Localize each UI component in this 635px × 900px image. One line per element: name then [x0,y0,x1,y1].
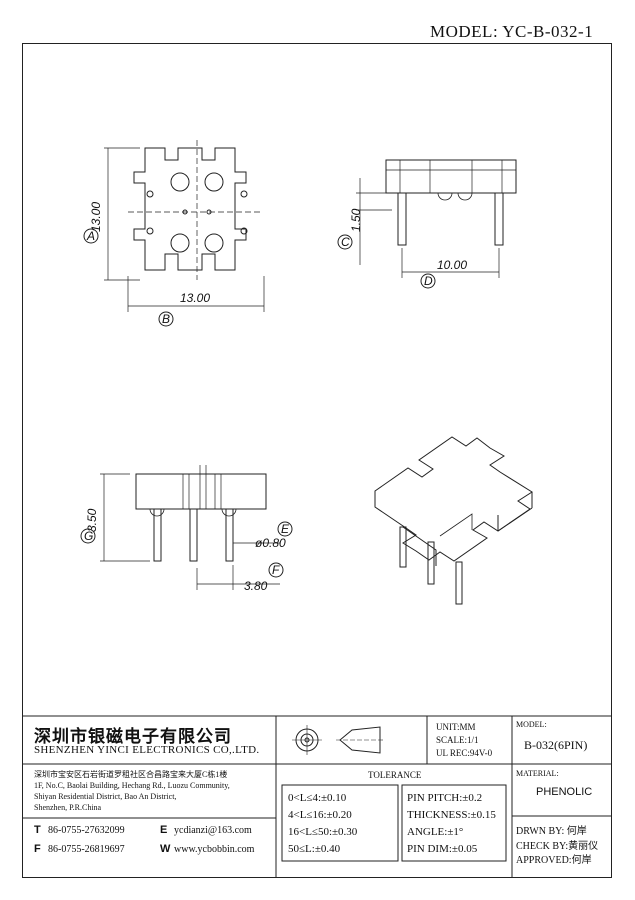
callout-g: G [84,529,93,543]
fax-value: 86-0755-26819697 [48,844,125,855]
tol-row-3: 16<L≤50:±0.30 [288,826,358,838]
tol-row-2: 4<L≤16:±0.20 [288,809,352,821]
material-value: PHENOLIC [536,786,593,798]
material-header: MATERIAL: [516,769,559,778]
tol-thickness: THICKNESS:±0.15 [407,809,496,821]
top-view [83,140,265,327]
company-name-en: SHENZHEN YINCI ELECTRONICS CO,.LTD. [34,744,260,756]
callout-a: A [86,229,95,243]
email-value: ycdianzi@163.com [174,825,252,836]
check-by: CHECK BY:黄丽仪 [516,841,599,852]
drawing-frame [22,43,612,878]
callout-b: B [162,312,170,326]
email-label: E [160,824,168,836]
ul-rec-text: UL REC:94V-0 [436,748,493,758]
drawn-by: DRWN BY: 何岸 [516,826,587,837]
front-height-dim: 3.50 [85,508,99,532]
title-block-grid [22,715,612,878]
fax-label: F [34,843,41,855]
top-width-dim: 13.00 [180,291,210,305]
front-pin-pitch-dim: 3.80 [244,579,268,593]
front-view [80,465,293,590]
top-height-dim: 13.00 [89,202,103,232]
side-pin-length-dim: 1.50 [349,208,363,232]
address-en-3: Shenzhen, P.R.China [34,803,102,812]
drawing-model-label: MODEL: YC-B-032-1 [430,22,594,41]
tol-row-4: 50≤L:±0.40 [288,843,341,855]
model-header: MODEL: [516,720,547,729]
tolerance-title: TOLERANCE [368,770,422,780]
web-value: www.ycbobbin.com [174,844,255,855]
company-name-cn: 深圳市银磁电子有限公司 [34,727,232,746]
side-view [337,159,517,289]
web-label: W [160,843,171,855]
side-pin-span-dim: 10.00 [437,258,467,272]
callout-c: C [341,235,350,249]
front-pin-dia-dim: ø0.80 [255,536,286,550]
tel-value: 86-0755-27632099 [48,825,125,836]
tol-row-1: 0<L≤4:±0.10 [288,792,347,804]
callout-f: F [272,563,280,577]
scale-text: SCALE:1/1 [436,735,479,745]
address-en-1: 1F, No.C, Baolai Building, Hechang Rd., … [34,781,230,790]
tol-angle: ANGLE:±1° [407,826,464,838]
model-value: B-032(6PIN) [524,738,588,752]
callout-e: E [281,522,290,536]
approved-by: APPROVED:何岸 [516,855,592,866]
unit-text: UNIT:MM [436,722,476,732]
address-en-2: Shiyan Residential District, Bao An Dist… [34,792,177,801]
address-cn: 深圳市宝安区石岩街道罗租社区合昌路宝来大厦C栋1楼 [34,770,228,779]
tel-label: T [34,824,41,836]
tol-pin-dim: PIN DIM:±0.05 [407,843,478,855]
callout-d: D [424,274,433,288]
isometric-view [374,436,533,605]
tol-pin-pitch: PIN PITCH:±0.2 [407,792,483,804]
